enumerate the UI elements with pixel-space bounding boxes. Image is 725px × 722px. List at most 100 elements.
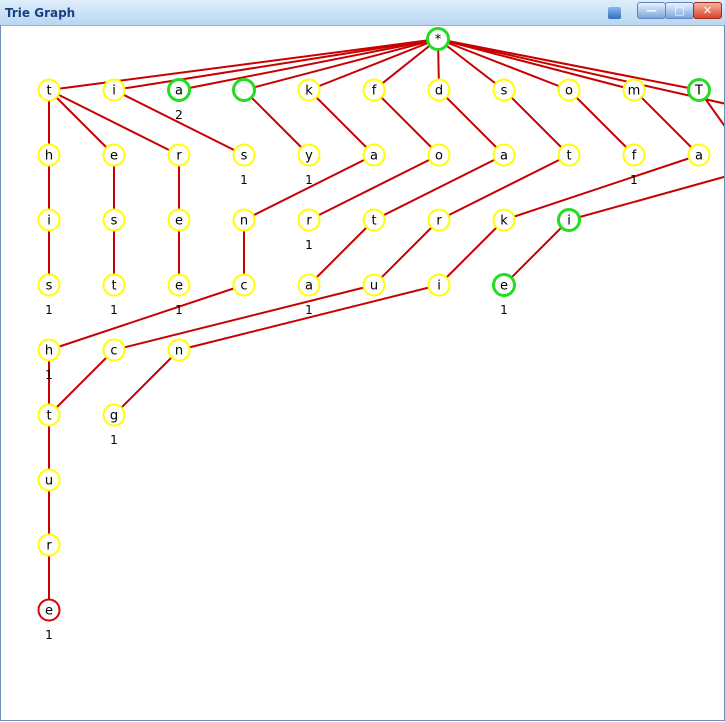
trie-node[interactable]: s1	[37, 273, 61, 318]
trie-edge	[113, 284, 375, 351]
trie-node[interactable]: e1	[492, 273, 516, 318]
trie-node[interactable]: *	[426, 27, 450, 51]
trie-node[interactable]: d	[427, 78, 451, 102]
node-circle	[232, 208, 256, 232]
trie-node[interactable]: f1	[622, 143, 646, 188]
trie-node[interactable]: m	[622, 78, 646, 102]
trie-node[interactable]: c	[232, 273, 256, 297]
node-label: a	[175, 84, 183, 99]
trie-node[interactable]: h	[37, 143, 61, 167]
trie-node[interactable]: t	[37, 403, 61, 427]
node-count: 1	[240, 173, 248, 187]
close-button[interactable]: ✕	[693, 2, 722, 19]
trie-node[interactable]: r	[427, 208, 451, 232]
trie-node[interactable]: r	[167, 143, 191, 167]
trie-edge	[48, 89, 180, 156]
node-circle	[557, 143, 581, 167]
trie-node[interactable]: o	[427, 143, 451, 167]
trie-node[interactable]: i	[37, 208, 61, 232]
trie-node[interactable]: o	[557, 78, 581, 102]
minimize-button[interactable]: —	[637, 2, 666, 19]
trie-node[interactable]: s1	[232, 143, 256, 188]
trie-node[interactable]: s	[102, 208, 126, 232]
trie-node[interactable]: e	[102, 143, 126, 167]
trie-edge	[178, 38, 439, 91]
trie-node[interactable]: h1	[37, 338, 61, 383]
trie-node[interactable]: r	[37, 533, 61, 557]
node-label: k	[305, 84, 313, 99]
trie-node[interactable]: k	[297, 78, 321, 102]
node-circle	[687, 143, 711, 167]
trie-node[interactable]: c	[102, 338, 126, 362]
trie-node[interactable]: e	[167, 208, 191, 232]
trie-edge	[308, 38, 439, 91]
trie-node[interactable]: t	[557, 143, 581, 167]
node-circle	[297, 78, 321, 102]
trie-node[interactable]: s	[492, 78, 516, 102]
node-circle	[557, 208, 581, 232]
title-bar[interactable]: Trie Graph — □ ✕	[0, 0, 725, 26]
node-circle	[102, 273, 126, 297]
node-count: 1	[175, 303, 183, 317]
node-circle	[297, 143, 321, 167]
trie-edge	[438, 154, 570, 221]
trie-node[interactable]: y1	[297, 143, 321, 188]
node-count: 1	[305, 238, 313, 252]
trie-node[interactable]: i	[427, 273, 451, 297]
node-circle	[167, 78, 191, 102]
node-circle	[427, 78, 451, 102]
trie-node[interactable]: e1	[37, 598, 61, 643]
node-circle	[492, 78, 516, 102]
node-label: e	[45, 604, 53, 619]
node-label: a	[370, 149, 378, 164]
node-count: 1	[45, 368, 53, 382]
trie-node[interactable]	[232, 78, 256, 102]
trie-edge	[568, 175, 724, 221]
node-circle	[492, 208, 516, 232]
node-circle	[102, 403, 126, 427]
node-label: t	[566, 149, 571, 164]
node-label: n	[175, 344, 183, 359]
node-label: h	[45, 149, 53, 164]
trie-node[interactable]: a	[687, 143, 711, 167]
trie-node[interactable]: r1	[297, 208, 321, 253]
trie-node[interactable]: a	[492, 143, 516, 167]
trie-node[interactable]: u	[37, 468, 61, 492]
trie-node[interactable]: u	[362, 273, 386, 297]
trie-node[interactable]: a1	[297, 273, 321, 318]
trie-edge	[243, 38, 439, 91]
trie-node[interactable]: i	[557, 208, 581, 232]
node-label: s	[241, 149, 248, 164]
node-label: c	[110, 344, 117, 359]
node-label: t	[371, 214, 376, 229]
trie-node[interactable]: g1	[102, 403, 126, 448]
trie-node[interactable]: t	[37, 78, 61, 102]
node-label: t	[46, 409, 51, 424]
maximize-button[interactable]: □	[665, 2, 694, 19]
trie-node[interactable]: T	[687, 78, 711, 102]
node-label: a	[305, 279, 313, 294]
pin-icon[interactable]	[608, 7, 621, 19]
node-circle	[492, 273, 516, 297]
node-circle	[426, 27, 450, 51]
trie-node[interactable]: f	[362, 78, 386, 102]
node-circle	[37, 338, 61, 362]
window-title: Trie Graph	[5, 6, 76, 20]
node-label: c	[240, 279, 247, 294]
trie-node[interactable]: a2	[167, 78, 191, 123]
trie-node[interactable]: i	[102, 78, 126, 102]
trie-node[interactable]: t	[362, 208, 386, 232]
trie-node[interactable]: n	[167, 338, 191, 362]
trie-edge	[438, 89, 505, 156]
trie-node[interactable]: t1	[102, 273, 126, 318]
trie-edge	[243, 154, 375, 221]
node-circle	[37, 273, 61, 297]
trie-node[interactable]: e1	[167, 273, 191, 318]
trie-node[interactable]: k	[492, 208, 516, 232]
trie-node[interactable]: n	[232, 208, 256, 232]
node-circle	[492, 143, 516, 167]
node-circle	[37, 143, 61, 167]
trie-node[interactable]: a	[362, 143, 386, 167]
